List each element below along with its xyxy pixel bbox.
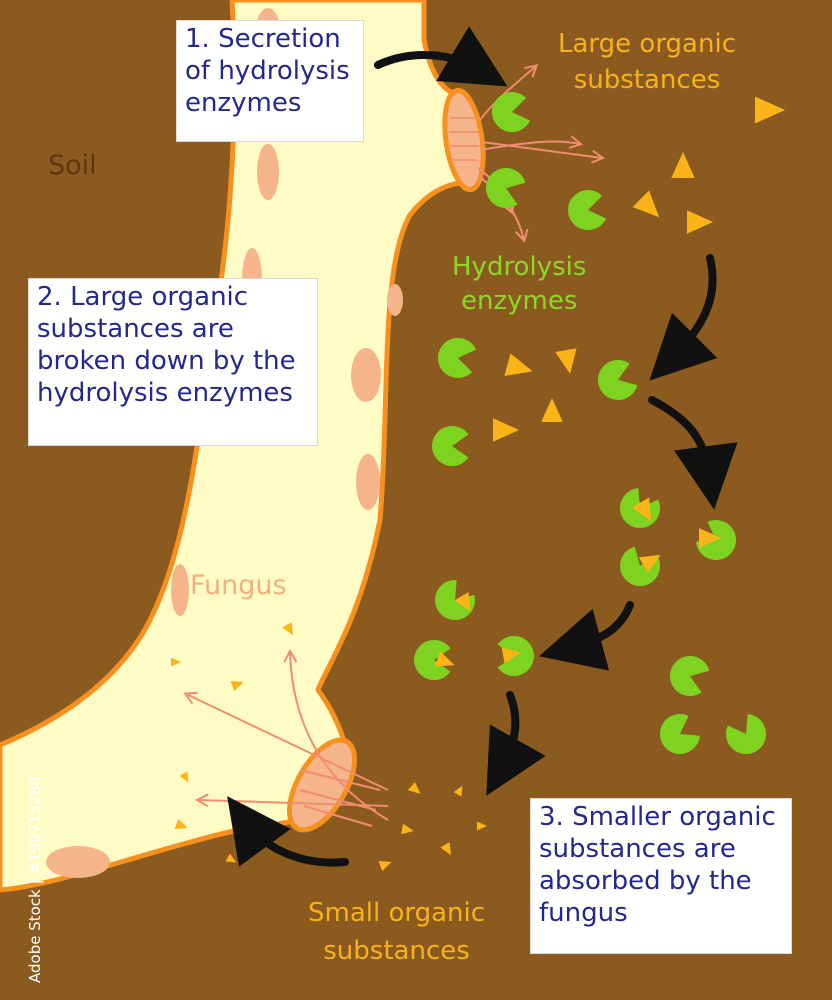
step-2-box: 2. Large organic substances are broken d…	[28, 278, 318, 446]
step-3-box: 3. Smaller organic substances are absorb…	[530, 798, 792, 954]
step-2-line: hydrolysis enzymes	[37, 378, 293, 408]
substance-triangle	[225, 853, 237, 863]
substance-triangle	[632, 190, 660, 218]
substance-triangle	[454, 592, 471, 612]
substance-triangle	[699, 528, 721, 548]
substance-triangle	[541, 398, 563, 422]
substance-triangle	[230, 680, 244, 692]
enzyme-shape	[669, 656, 710, 697]
step-2-line: 2. Large organic	[37, 282, 249, 312]
hydrolysis-enzymes	[414, 92, 766, 755]
substance-triangle	[401, 823, 414, 835]
step-3-line: substances are	[539, 834, 736, 864]
stock-watermark: Adobe Stock | #190713288	[26, 776, 44, 983]
substance-triangle	[631, 497, 652, 522]
substance-triangle	[638, 555, 661, 573]
substance-triangle	[179, 771, 189, 783]
enzyme-shape	[567, 190, 607, 231]
substance-triangle	[378, 860, 392, 872]
process-flow-arrows	[227, 26, 738, 867]
substance-triangle	[174, 818, 188, 830]
step-3-line: absorbed by the	[539, 866, 752, 896]
substance-triangle	[555, 348, 577, 374]
substance-triangle	[501, 647, 521, 664]
substance-triangle	[407, 782, 421, 794]
step-2-line: broken down by the	[37, 346, 296, 376]
substance-triangle	[171, 657, 181, 667]
upper-hyphal-tip	[442, 87, 486, 193]
step-2-line: substances are	[37, 314, 234, 344]
organic-substances	[171, 96, 785, 872]
enzyme-shape	[491, 92, 531, 133]
enzyme-shape	[497, 636, 534, 677]
substance-triangle	[504, 353, 533, 376]
step-1-box: 1. Secretion of hydrolysis enzymes	[176, 20, 364, 142]
step-1-line: of hydrolysis	[185, 56, 350, 86]
substance-triangle	[671, 152, 695, 178]
enzyme-shape	[620, 546, 661, 587]
substance-triangle	[440, 842, 451, 856]
step-1-line: 1. Secretion	[185, 24, 341, 54]
soil-label: Soil	[48, 150, 97, 181]
step-1-line: enzymes	[185, 88, 302, 118]
small-substances-label: Small organic substances	[308, 898, 486, 966]
large-substances-label: Large organic substances	[558, 29, 736, 95]
enzyme-shape	[725, 714, 766, 755]
substance-triangle	[477, 821, 487, 831]
enzyme-shape	[437, 337, 477, 378]
enzyme-shape	[485, 168, 526, 209]
substance-triangle	[453, 785, 463, 797]
substance-triangle	[282, 622, 293, 636]
enzyme-shape	[414, 640, 451, 680]
substance-triangle	[687, 210, 713, 234]
step-3-line: 3. Smaller organic	[539, 802, 776, 832]
substance-triangle	[493, 418, 519, 442]
enzyme-shape	[432, 425, 469, 466]
substance-triangle	[755, 96, 785, 124]
substance-triangle	[434, 651, 455, 667]
fungus-label: Fungus	[190, 570, 287, 601]
step-3-line: fungus	[539, 898, 628, 928]
hydrolysis-enzymes-label: Hydrolysis enzymes	[452, 252, 587, 316]
enzyme-shape	[659, 713, 700, 754]
enzyme-shape	[597, 359, 638, 400]
upper-tip-pores	[449, 117, 479, 161]
